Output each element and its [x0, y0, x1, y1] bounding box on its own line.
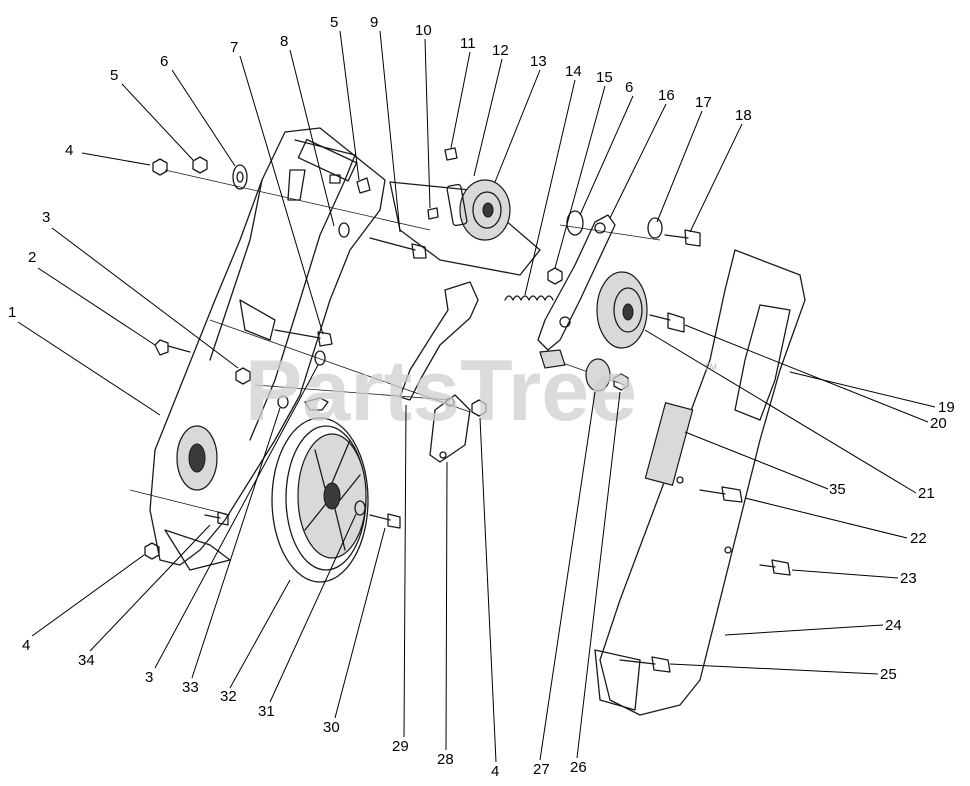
large-pulley: [271, 417, 369, 583]
callout-label: 12: [492, 42, 509, 59]
idler-pulley: [596, 271, 685, 349]
nut-33: [277, 395, 289, 409]
bolt-9: [369, 237, 427, 259]
nut-4c: [471, 399, 487, 417]
callout-label: 3: [145, 669, 153, 686]
callout-label: 2: [28, 249, 36, 266]
callout-label: 21: [918, 485, 935, 502]
hex-nut-5: [192, 156, 208, 174]
callout-label: 15: [596, 69, 613, 86]
callout-label: 19: [938, 399, 955, 416]
callout-label: 18: [735, 107, 752, 124]
washer-31: [354, 500, 366, 516]
callout-label: 34: [78, 652, 95, 669]
callout-label: 33: [182, 679, 199, 696]
callout-label: 16: [658, 87, 675, 104]
screw-25: [619, 656, 671, 673]
bolt-33: [304, 397, 329, 411]
callout-label: 35: [829, 481, 846, 498]
belt-cover: [594, 249, 806, 716]
callouts: 1 2 3 4 5 6 7 8 5 9 10 11 12 13 14 15 6 …: [8, 14, 955, 780]
idler-arm: [537, 210, 701, 369]
callout-label: 26: [570, 759, 587, 776]
bracket-29: [399, 281, 479, 401]
callout-label: 27: [533, 761, 550, 778]
screw-11: [444, 147, 458, 161]
spring-14: [504, 295, 554, 301]
clutch-assembly: [389, 147, 541, 276]
callout-label: 31: [258, 703, 275, 720]
bolt-20: [649, 312, 685, 333]
nut-15: [547, 267, 563, 285]
callout-label: 22: [910, 530, 927, 547]
screw-23: [759, 559, 791, 576]
left-housing: [149, 127, 386, 571]
callout-label: 1: [8, 304, 16, 321]
callout-label: 5: [330, 14, 338, 31]
callout-label: 10: [415, 22, 432, 39]
hex-nut-3: [235, 367, 251, 385]
callout-label: 4: [65, 142, 73, 159]
hardware: [144, 156, 427, 560]
callout-label: 25: [880, 666, 897, 683]
callout-label: 7: [230, 39, 238, 56]
callout-label: 24: [885, 617, 902, 634]
washer-6: [232, 164, 248, 190]
callout-label: 5: [110, 67, 118, 84]
callout-label: 14: [565, 63, 582, 80]
hex-nut-4b: [144, 542, 160, 560]
callout-label: 29: [392, 738, 409, 755]
callout-label: 8: [280, 33, 288, 50]
nut-26: [613, 373, 629, 391]
watermark: PartsTree: [245, 343, 637, 439]
callout-label: 4: [22, 637, 30, 654]
bolt-34: [204, 511, 229, 526]
hex-nut-4: [152, 158, 168, 176]
bolt-7: [274, 329, 333, 347]
callout-label: 30: [323, 719, 340, 736]
callout-label: 6: [160, 53, 168, 70]
bolt-30: [369, 513, 401, 529]
plate-28: [429, 394, 487, 463]
nut-5b: [356, 177, 371, 194]
callout-label: 4: [491, 763, 499, 780]
callout-label: 20: [930, 415, 947, 432]
callout-label: 17: [695, 94, 712, 111]
callout-label: 28: [437, 751, 454, 768]
washer-17: [647, 217, 663, 239]
callout-label: 9: [370, 14, 378, 31]
watermark-trademark: TM: [704, 362, 717, 372]
screw-22: [699, 486, 743, 503]
screw-10: [427, 207, 439, 220]
callout-label: 3: [42, 209, 50, 226]
bolt-2: [154, 339, 191, 356]
leader-lines: [17, 30, 936, 763]
callout-label: 23: [900, 570, 917, 587]
nut-8: [329, 174, 341, 184]
callout-label: 13: [530, 53, 547, 70]
callout-label: 32: [220, 688, 237, 705]
spacer-27: [585, 358, 611, 392]
label-35: [644, 401, 694, 487]
callout-label: 11: [460, 35, 476, 52]
bolt-18: [664, 229, 701, 247]
callout-label: 6: [625, 79, 633, 96]
washer-3: [314, 350, 326, 366]
